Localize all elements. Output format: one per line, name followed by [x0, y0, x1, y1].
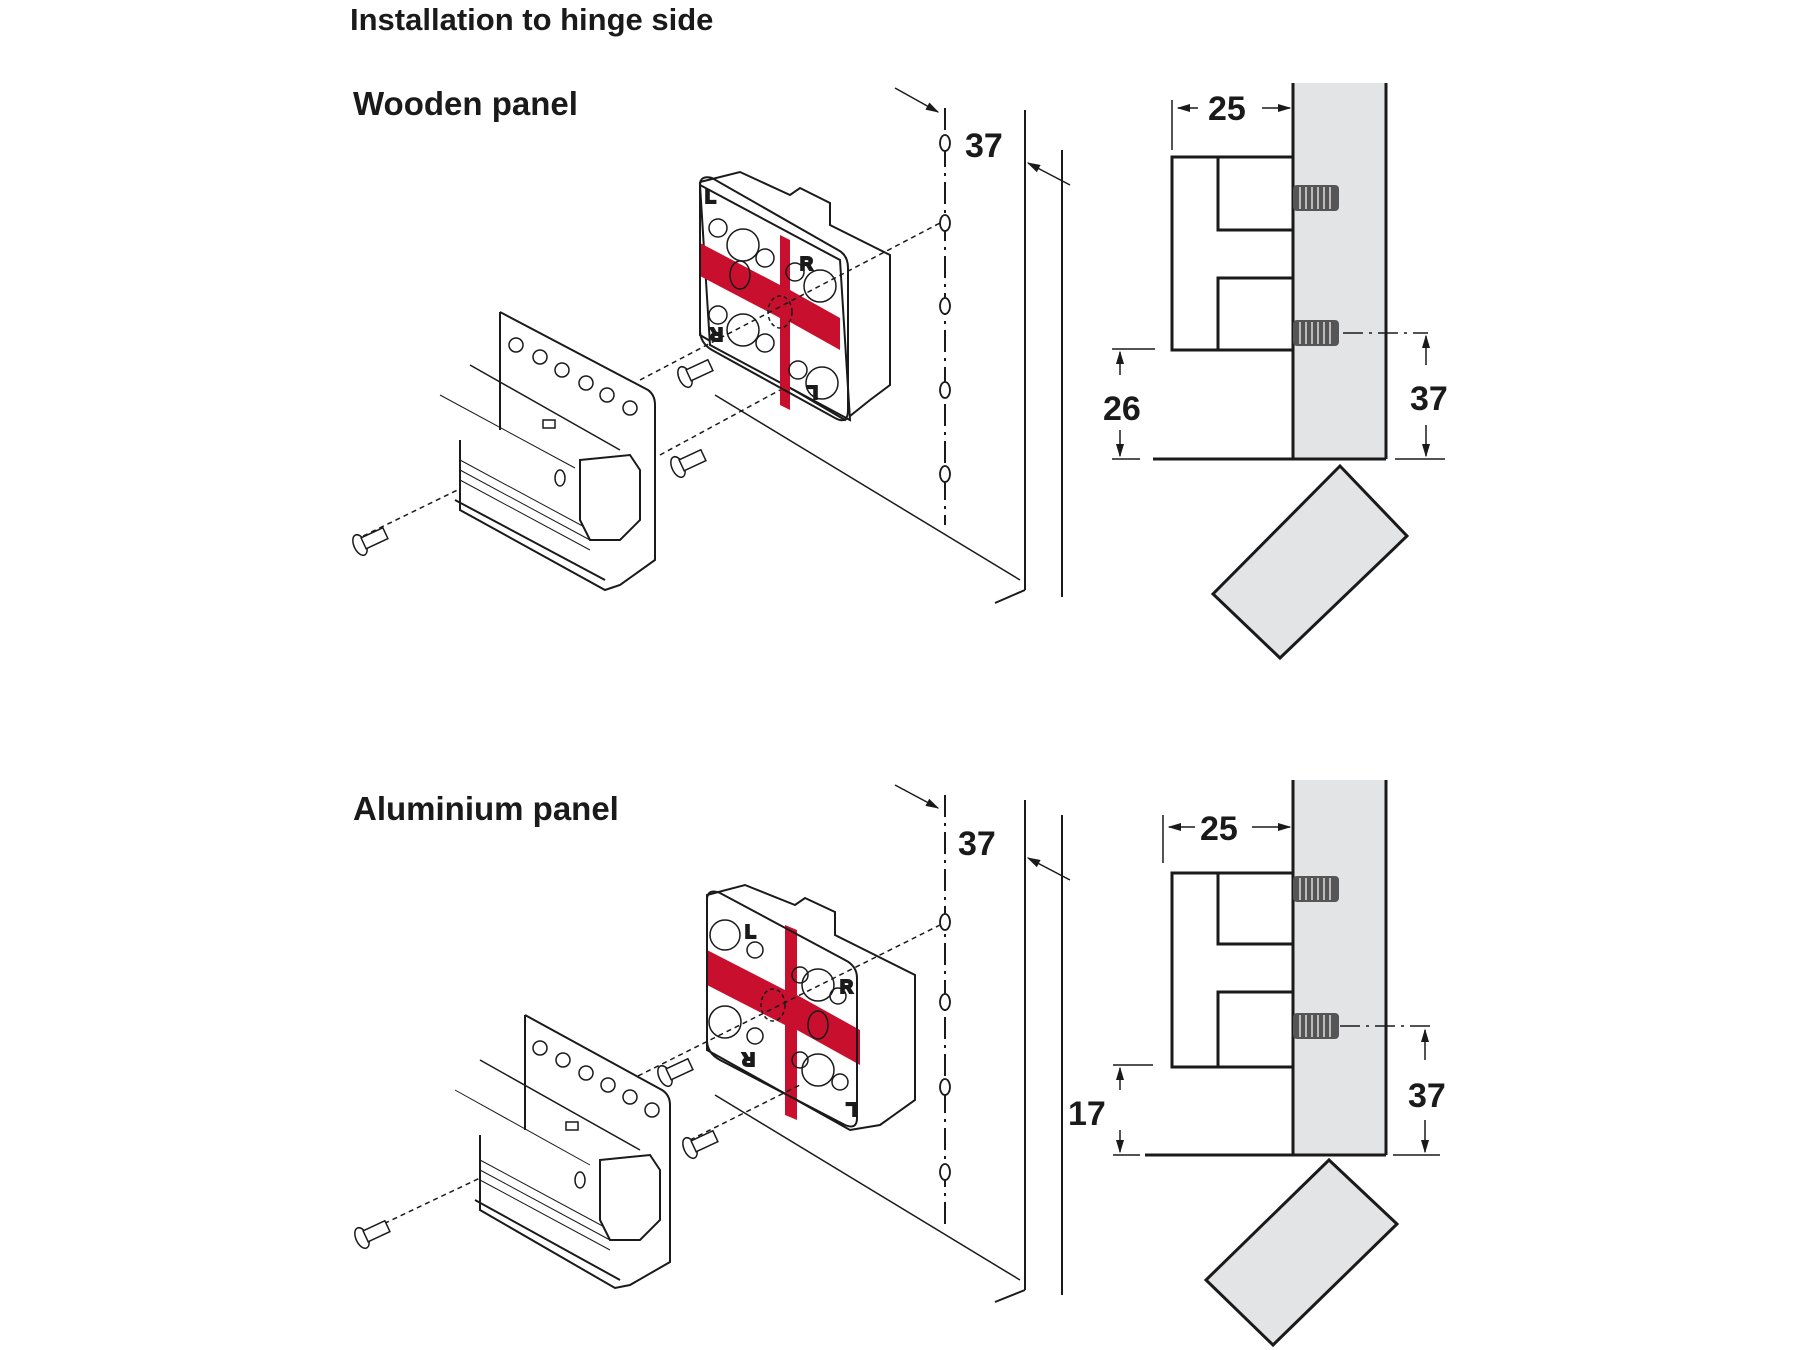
- plate-label-r-top: R: [840, 977, 853, 997]
- dim-hole-pitch-wooden: 37: [965, 127, 1003, 165]
- plate-label-l-bottom: L: [807, 382, 818, 402]
- dim-width-wooden: 25: [1208, 90, 1246, 128]
- dim-screw-height-aluminium: 37: [1408, 1077, 1446, 1115]
- door-panel: [1210, 463, 1410, 661]
- aluminium-section: L R R L: [354, 780, 1446, 1348]
- dim-width-aluminium: 25: [1200, 810, 1238, 848]
- dim-hole-pitch-aluminium: 37: [958, 825, 996, 863]
- section-heading-aluminium: Aluminium panel: [353, 790, 619, 827]
- screws: [352, 358, 714, 557]
- plate-label-r-top: R: [800, 254, 813, 274]
- drawer-catch: [439, 311, 656, 592]
- section-heading-wooden: Wooden panel: [353, 85, 578, 122]
- screws: [354, 1057, 719, 1250]
- dim-screw-height-wooden: 37: [1410, 380, 1448, 418]
- plate-label-l-top: L: [745, 922, 756, 942]
- plate-label-r-bottom: R: [742, 1049, 755, 1069]
- drawer-catch: [454, 1014, 671, 1290]
- mounting-plate: L R R L: [698, 170, 891, 422]
- wooden-section-view: 25 26 37: [1103, 83, 1448, 661]
- system-holes: [939, 134, 951, 483]
- wooden-section: L R R L: [352, 83, 1448, 661]
- plate-label-l-top: L: [705, 187, 716, 207]
- dim-bottom-offset-wooden: 26: [1103, 390, 1141, 428]
- plate-label-r-bottom: R: [710, 324, 723, 344]
- mounting-plate: L R R L: [706, 883, 916, 1132]
- door-panel: [1203, 1157, 1400, 1348]
- system-holes: [939, 913, 951, 1181]
- aluminium-exploded-view: L R R L: [354, 784, 1071, 1303]
- wooden-exploded-view: L R R L: [352, 87, 1071, 604]
- threaded-insert: [1293, 185, 1339, 346]
- dim-bottom-offset-aluminium: 17: [1068, 1095, 1106, 1133]
- page-title: Installation to hinge side: [350, 2, 714, 37]
- aluminium-section-view: 25 17 37: [1068, 780, 1446, 1348]
- plate-label-l-bottom: L: [846, 1099, 857, 1119]
- threaded-insert: [1293, 876, 1339, 1039]
